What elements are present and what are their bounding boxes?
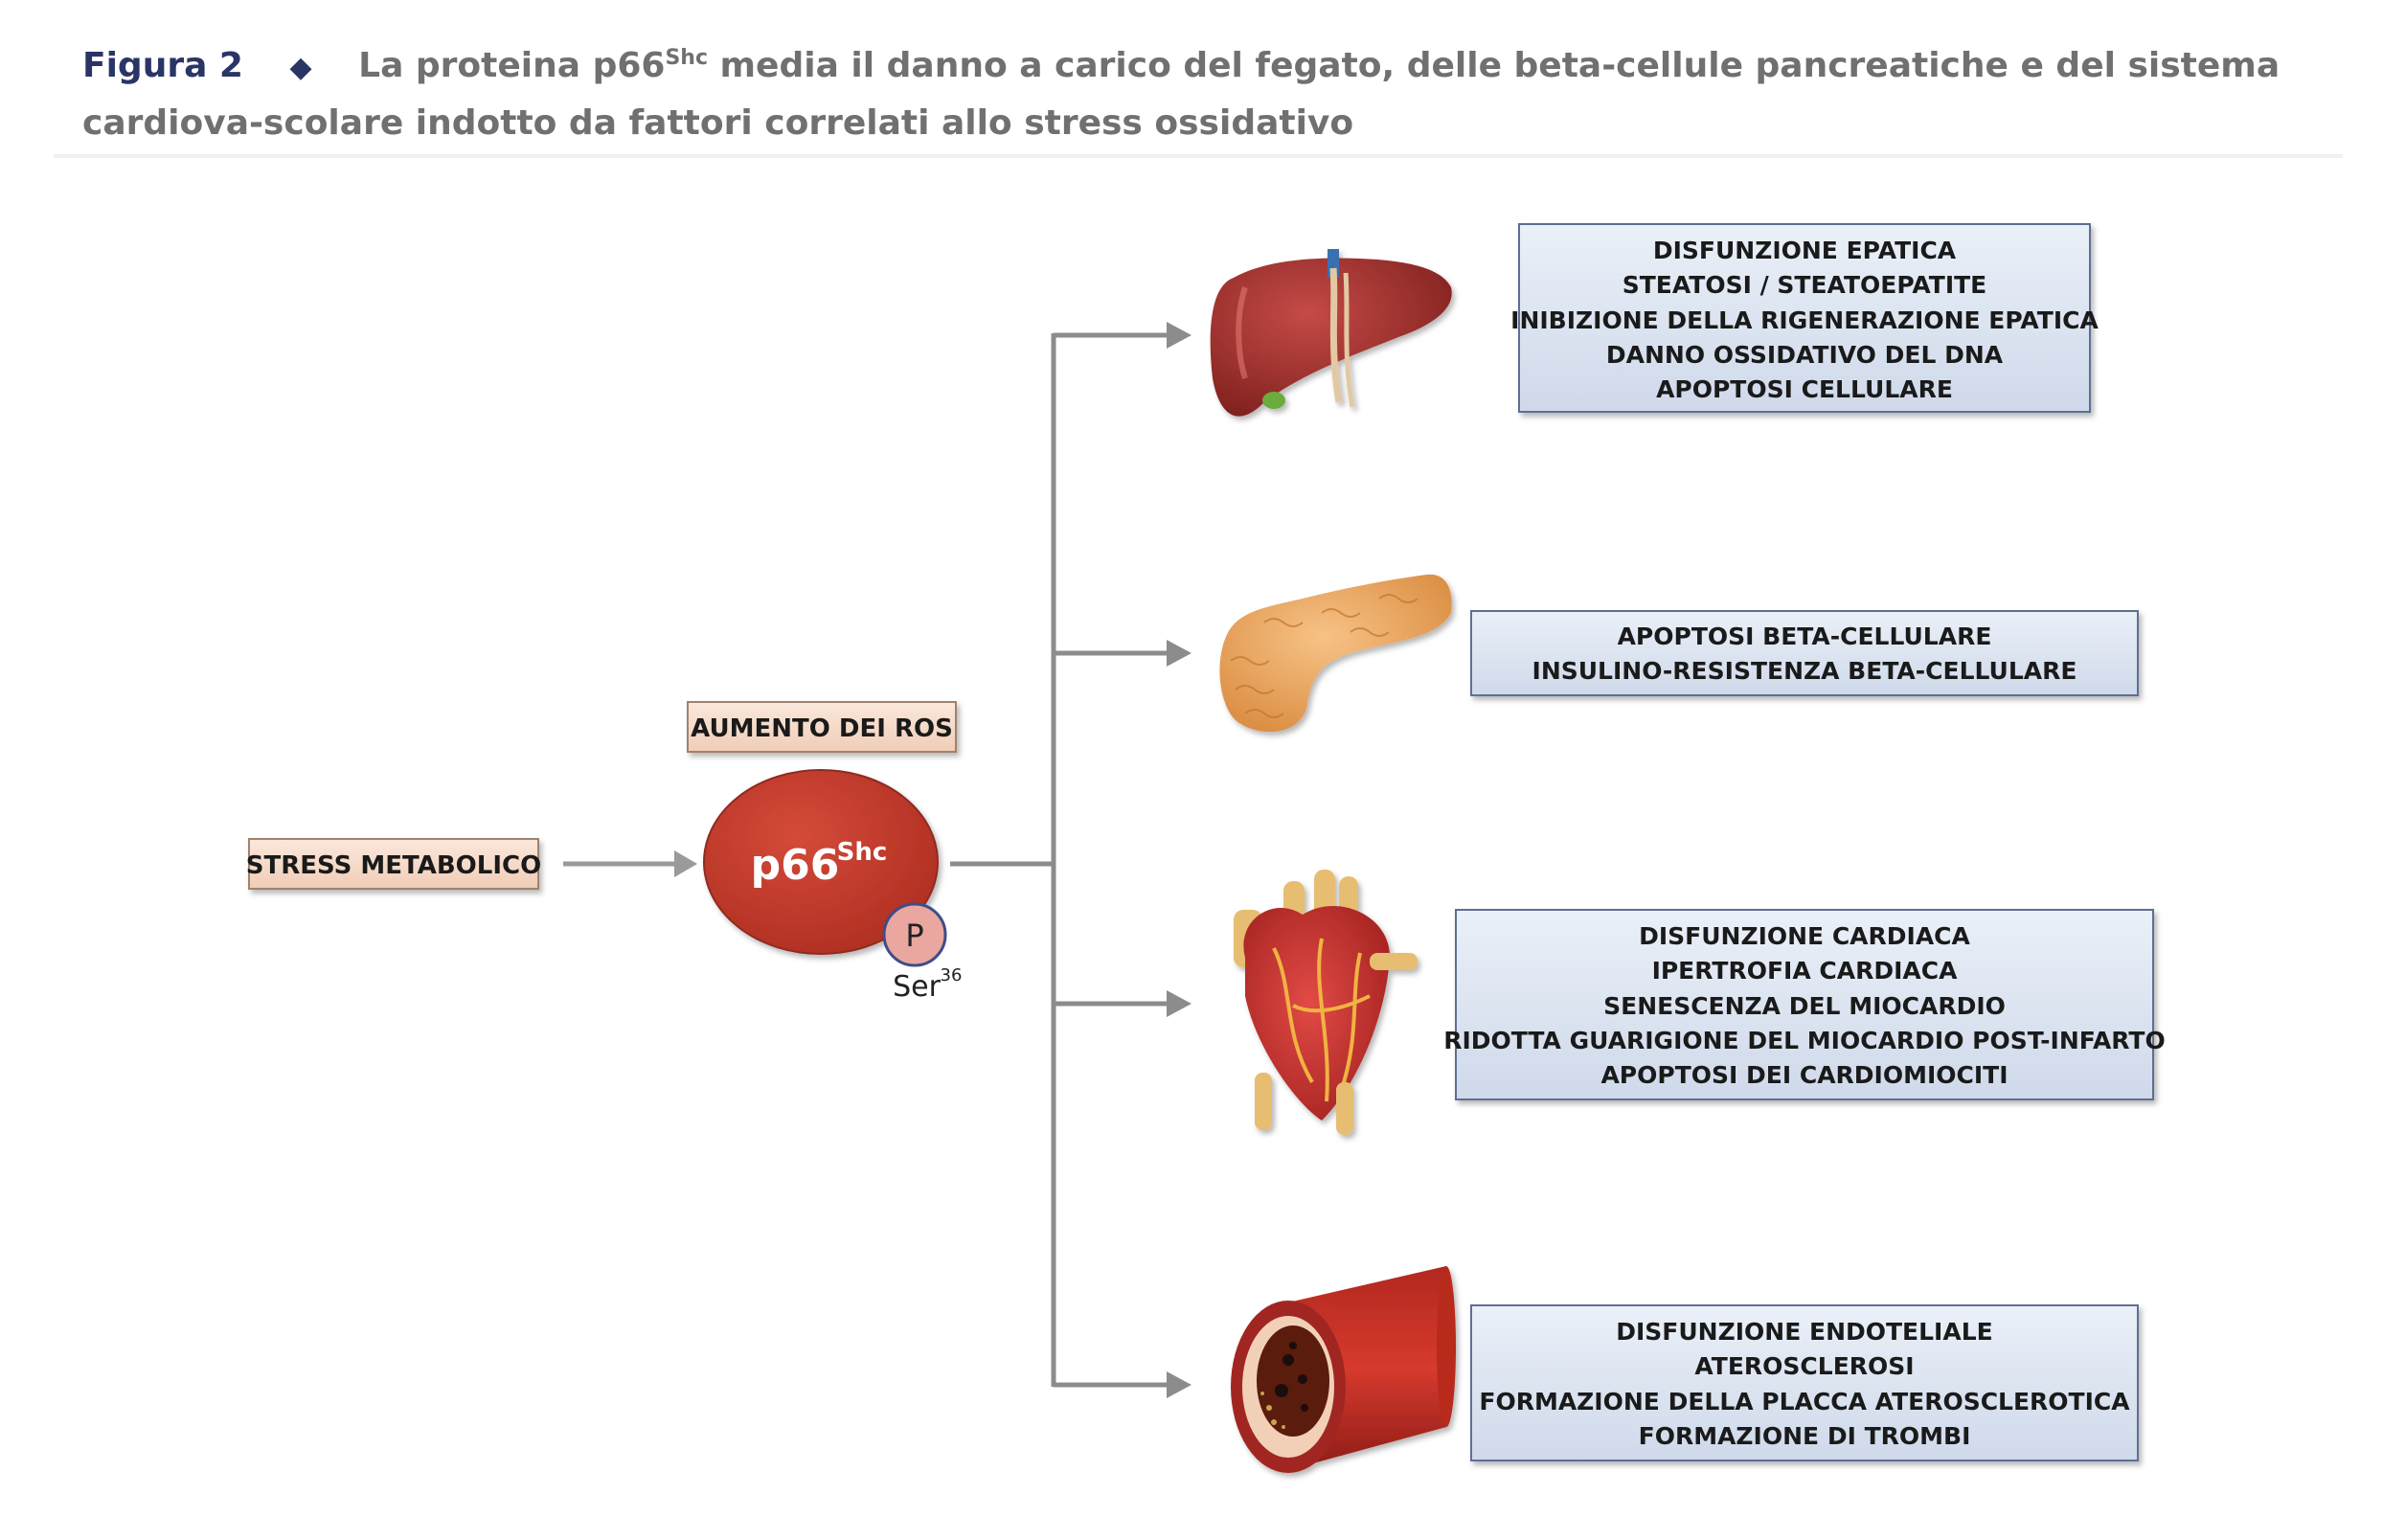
figure-caption: Figura 2 ◆ La proteina p66Shc media il d… [82, 31, 2314, 151]
effect-text: FORMAZIONE DELLA PLACCA ATEROSCLEROTICA [1479, 1388, 2130, 1415]
heart-effects-box: DISFUNZIONE CARDIACA IPERTROFIA CARDIACA… [1443, 909, 2166, 1100]
vessel-effects-box: DISFUNZIONE ENDOTELIALE ATEROSCLEROSI FO… [1470, 1304, 2139, 1461]
effect-text: DISFUNZIONE ENDOTELIALE [1616, 1318, 1992, 1346]
effect-text: INSULINO-RESISTENZA BETA-CELLULARE [1532, 657, 2077, 685]
effect-text: IPERTROFIA CARDIACA [1652, 957, 1959, 985]
arrow-to-vessel [1054, 1371, 1192, 1398]
effect-text: INIBIZIONE DELLA RIGENERAZIONE EPATICA [1510, 306, 2099, 334]
figure-label: Figura 2 [82, 46, 243, 85]
p66shc-node: p66 Shc [703, 769, 939, 955]
caption-divider [54, 154, 2343, 158]
liver-effects-box: DISFUNZIONE EPATICA STEATOSI / STEATOEPA… [1510, 223, 2099, 413]
residue-sup: 36 [941, 965, 963, 985]
effect-text: SENESCENZA DEL MIOCARDIO [1603, 992, 2006, 1020]
pancreas-icon [1219, 574, 1452, 733]
ros-label: AUMENTO DEI ROS [691, 714, 953, 743]
stress-metabolico-tag: STRESS METABOLICO [246, 838, 541, 890]
arrow-to-pancreas [1054, 640, 1192, 667]
pancreas-effects-box: APOPTOSI BETA-CELLULARE INSULINO-RESISTE… [1470, 610, 2139, 696]
effect-text: DISFUNZIONE CARDIACA [1639, 922, 1970, 950]
effect-text: RIDOTTA GUARIGIONE DEL MIOCARDIO POST-IN… [1443, 1027, 2165, 1054]
title-part2: media il danno a carico del fegato, dell… [82, 46, 2281, 143]
residue-label: Ser [893, 970, 942, 1004]
arrow-to-liver [1054, 322, 1192, 349]
effect-text: FORMAZIONE DI TROMBI [1639, 1422, 1971, 1450]
diamond-icon: ◆ [289, 51, 312, 84]
branch-connector [950, 333, 1056, 1387]
effect-text: DANNO OSSIDATIVO DEL DNA [1606, 341, 2004, 369]
branch-arrows [1054, 322, 1192, 1398]
effect-text: APOPTOSI DEI CARDIOMIOCITI [1600, 1061, 2008, 1089]
stress-to-p66-arrow [563, 850, 697, 877]
stress-label: STRESS METABOLICO [246, 851, 541, 880]
effect-text: APOPTOSI BETA-CELLULARE [1618, 623, 1992, 650]
effect-text: STEATOSI / STEATOEPATITE [1623, 271, 1987, 299]
arrow-to-heart [1054, 990, 1192, 1017]
protein-name: p66 [751, 841, 840, 890]
effect-text: DISFUNZIONE EPATICA [1653, 237, 1957, 264]
phospho-label: P [905, 917, 923, 954]
effect-text: APOPTOSI CELLULARE [1656, 375, 1953, 403]
phospho-site: P Ser 36 [882, 902, 963, 1004]
figure-title: La proteina p66Shc media il danno a cari… [82, 46, 2280, 143]
title-part1: La proteina p66 [358, 46, 666, 85]
effect-text: ATEROSCLEROSI [1694, 1352, 1914, 1380]
blood-vessel-icon [1231, 1266, 1456, 1473]
title-superscript: Shc [665, 46, 709, 70]
protein-sup: Shc [837, 838, 888, 867]
aumento-ros-tag: AUMENTO DEI ROS [687, 701, 957, 753]
liver-icon [1210, 249, 1452, 417]
heart-icon [1234, 870, 1418, 1135]
